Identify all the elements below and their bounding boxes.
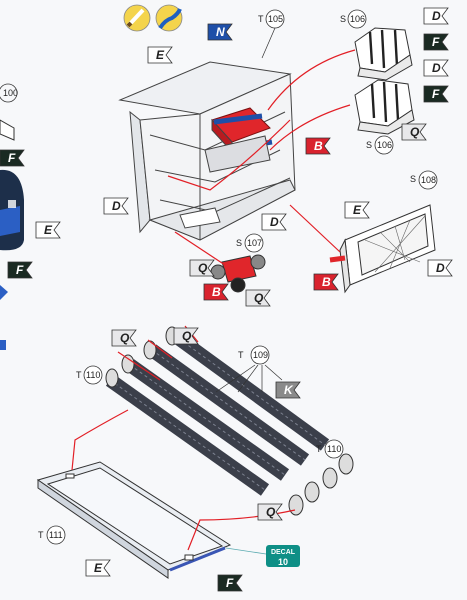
paint-flag-letter: Q — [198, 261, 208, 275]
decal-number: 10 — [278, 557, 288, 567]
paint-flag-e: E — [344, 201, 370, 219]
paint-flag-letter: B — [212, 285, 221, 299]
shelf-unit-s106-bottom — [354, 79, 415, 135]
paint-flag-letter: Q — [182, 329, 192, 343]
paint-flag-letter: Q — [120, 331, 130, 345]
paint-flag-k: K — [275, 381, 301, 399]
paint-flag-letter: E — [44, 223, 53, 237]
paint-flag-letter: K — [284, 383, 294, 397]
paint-flag-letter: B — [314, 139, 323, 153]
paint-flag-q: Q — [257, 503, 283, 521]
paint-flag-letter: F — [226, 576, 234, 590]
paint-flag-f: F — [0, 149, 25, 167]
paint-flag-b: B — [313, 273, 339, 291]
part-ref-t110a: 110 — [86, 370, 100, 380]
tray-t111 — [36, 461, 232, 579]
shelf-unit-s106-top — [354, 27, 413, 81]
part-ref-s107-prefix: S — [236, 238, 242, 248]
left-page-fragment: 100 — [0, 83, 24, 350]
paint-flag-letter: F — [432, 35, 440, 49]
paint-flag-b: B — [203, 283, 229, 301]
paint-flag-letter: E — [156, 48, 165, 62]
paint-flag-d: D — [103, 197, 129, 215]
paint-flag-q: Q — [173, 327, 199, 345]
part-ref-t110a-prefix: T — [76, 370, 82, 380]
paint-flag-letter: N — [216, 25, 225, 39]
grille-box-s108 — [329, 204, 436, 294]
assembly-arrows-top — [167, 49, 356, 266]
cabinet-t105 — [118, 61, 296, 241]
part-ref-100: 100 — [3, 88, 18, 98]
paint-flag-b: B — [305, 137, 331, 155]
decal-badge: DECAL 10 — [225, 545, 300, 567]
paint-brush-icon — [123, 4, 151, 32]
paint-flag-letter: F — [432, 87, 440, 101]
part-ref-t110b: 110 — [327, 444, 341, 454]
paint-flag-q: Q — [245, 289, 271, 307]
paint-flag-letter: Q — [254, 291, 264, 305]
roller-end-caps-right — [288, 453, 354, 516]
paint-flag-f: F — [7, 261, 33, 279]
valve-s107 — [210, 254, 266, 293]
paint-flag-letter: E — [94, 561, 103, 575]
paint-flag-letter: D — [112, 199, 121, 213]
paint-flag-n: N — [207, 23, 233, 41]
part-ref-s107: 107 — [247, 238, 262, 248]
part-ref-s108-prefix: S — [410, 174, 416, 184]
part-ref-s106a: 106 — [350, 14, 365, 24]
paint-flag-letter: D — [432, 9, 441, 23]
paint-flag-letter: Q — [266, 505, 276, 519]
paint-flag-d: D — [261, 213, 287, 231]
paint-flag-e: E — [147, 46, 173, 64]
paint-flag-letter: D — [436, 261, 445, 275]
paint-flag-q: Q — [401, 123, 427, 141]
part-ref-s108: 108 — [421, 175, 436, 185]
part-ref-t110b-prefix: T — [316, 444, 322, 454]
paint-flag-letter: D — [270, 215, 279, 229]
paint-flag-letter: F — [8, 151, 16, 165]
paint-flag-q: Q — [189, 259, 215, 277]
paint-flag-e: E — [35, 221, 61, 239]
part-ref-s106a-prefix: S — [340, 14, 346, 24]
paint-flag-d: D — [423, 59, 449, 77]
part-ref-t111: 111 — [49, 530, 63, 540]
part-ref-t105-prefix: T — [258, 14, 264, 24]
part-ref-t109: 109 — [253, 350, 268, 360]
part-ref-t111-prefix: T — [38, 530, 44, 540]
paint-flag-f: F — [217, 574, 243, 592]
paint-flag-d: D — [427, 259, 453, 277]
paint-brush-icon — [155, 4, 183, 32]
paint-flag-letter: F — [16, 263, 24, 277]
decal-label: DECAL — [271, 549, 296, 556]
paint-flag-letter: Q — [410, 125, 420, 139]
part-ref-s106b-prefix: S — [366, 140, 372, 150]
rollers-t109 — [105, 329, 330, 496]
paint-flag-f: F — [423, 85, 449, 103]
paint-flag-letter: E — [353, 203, 362, 217]
part-ref-t109-prefix: T — [238, 350, 244, 360]
part-ref-t105: 105 — [268, 14, 283, 24]
paint-flag-letter: B — [322, 275, 331, 289]
paint-flag-e: E — [85, 559, 111, 577]
paint-flag-q: Q — [111, 329, 137, 347]
paint-flag-f: F — [423, 33, 449, 51]
leader-lines-t109 — [215, 364, 283, 393]
paint-flag-letter: D — [432, 61, 441, 75]
part-ref-s106b: 106 — [377, 140, 392, 150]
paint-flag-d: D — [423, 7, 449, 25]
